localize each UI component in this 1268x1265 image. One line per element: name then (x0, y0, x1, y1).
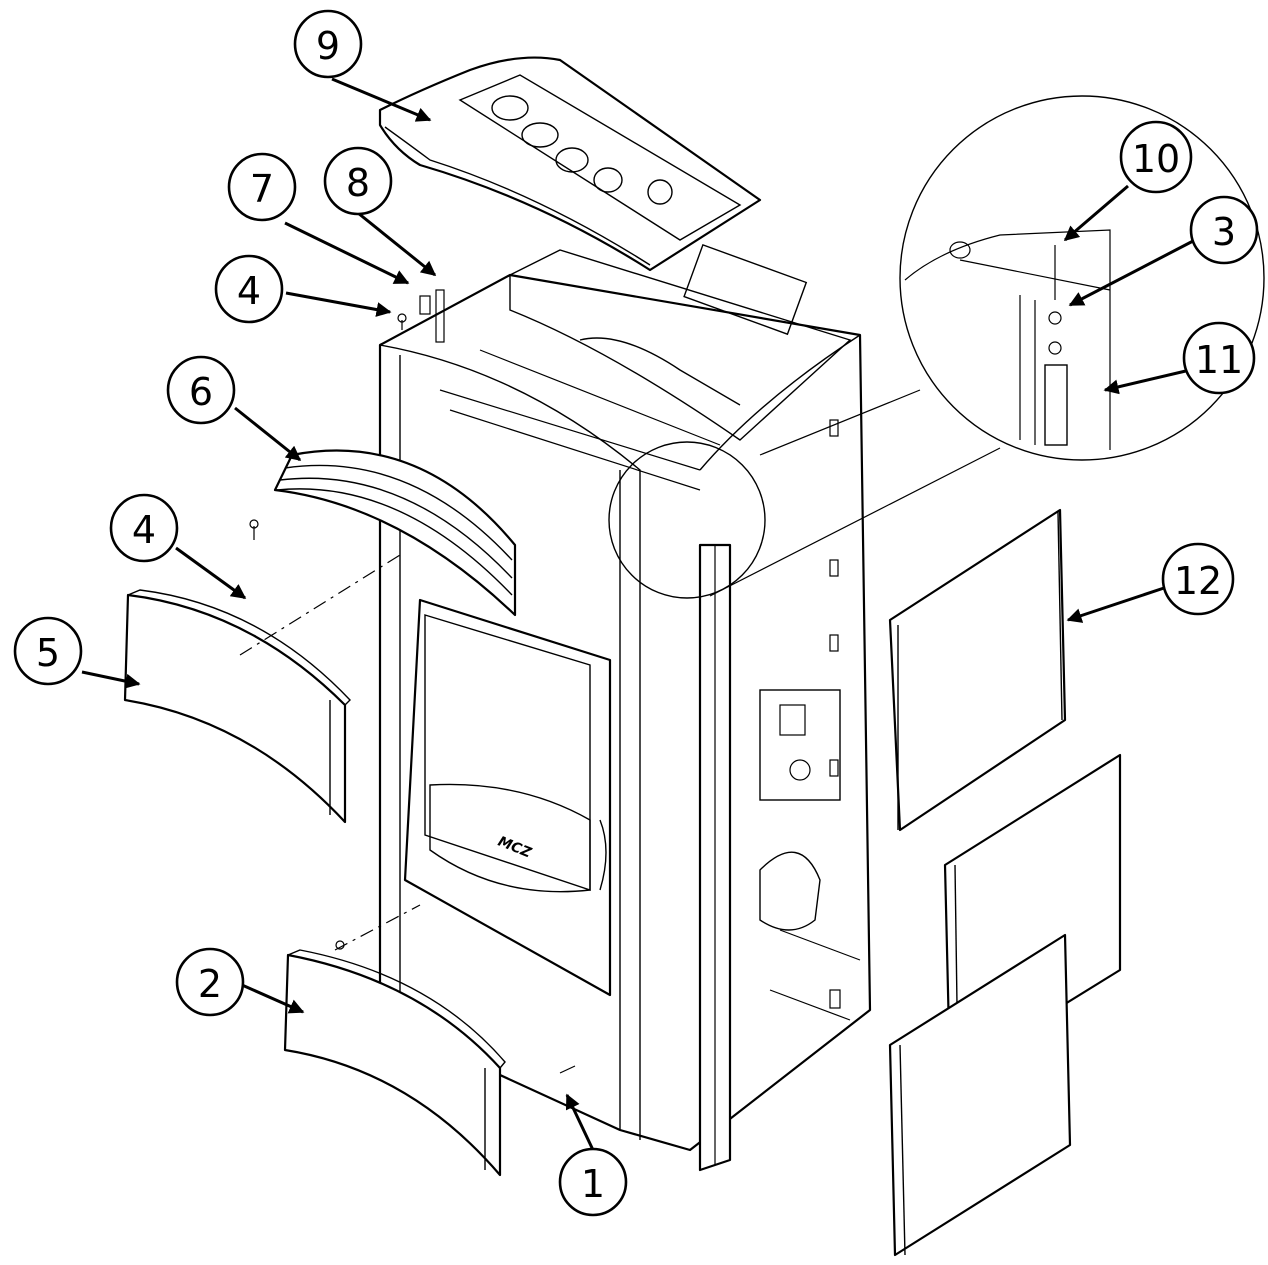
side-post (698, 543, 732, 1172)
callout-12: 12 (1161, 542, 1235, 616)
callout-7: 7 (227, 152, 297, 222)
svg-text:11: 11 (1195, 338, 1243, 382)
svg-text:9: 9 (316, 24, 340, 68)
svg-text:8: 8 (346, 161, 370, 205)
svg-text:4: 4 (132, 508, 156, 552)
detail-zoom-circle (608, 95, 1265, 599)
svg-text:10: 10 (1132, 137, 1180, 181)
svg-text:2: 2 (198, 962, 222, 1006)
svg-text:6: 6 (189, 370, 213, 414)
callout-9: 9 (293, 9, 363, 79)
stove-door: MCZ (403, 598, 612, 997)
callout-2: 2 (175, 947, 245, 1017)
callout-10: 10 (1119, 120, 1193, 194)
callout-1: 1 (558, 1147, 628, 1217)
svg-text:12: 12 (1174, 559, 1222, 603)
callout-11: 11 (1182, 321, 1256, 395)
svg-text:3: 3 (1212, 210, 1236, 254)
assembly-lines (239, 554, 421, 951)
svg-text:5: 5 (36, 631, 60, 675)
side-panel-bottom (888, 933, 1072, 1257)
lower-front-panel-part (283, 949, 506, 1177)
callout-3: 3 (1189, 195, 1259, 265)
front-grille-part (273, 449, 517, 617)
leader-lines (81, 77, 1196, 1151)
svg-text:7: 7 (250, 167, 274, 211)
callout-4-upper: 4 (214, 254, 284, 324)
svg-text:1: 1 (581, 1162, 605, 1206)
callout-5: 5 (13, 616, 83, 686)
top-cover-part (378, 56, 762, 272)
callout-8: 8 (323, 146, 393, 216)
side-panel-top (888, 508, 1067, 832)
callout-4-lower: 4 (109, 493, 179, 563)
upper-front-panel-part (123, 589, 351, 824)
svg-text:4: 4 (237, 269, 261, 313)
callout-6: 6 (166, 355, 236, 425)
screw-hardware (249, 289, 576, 1074)
